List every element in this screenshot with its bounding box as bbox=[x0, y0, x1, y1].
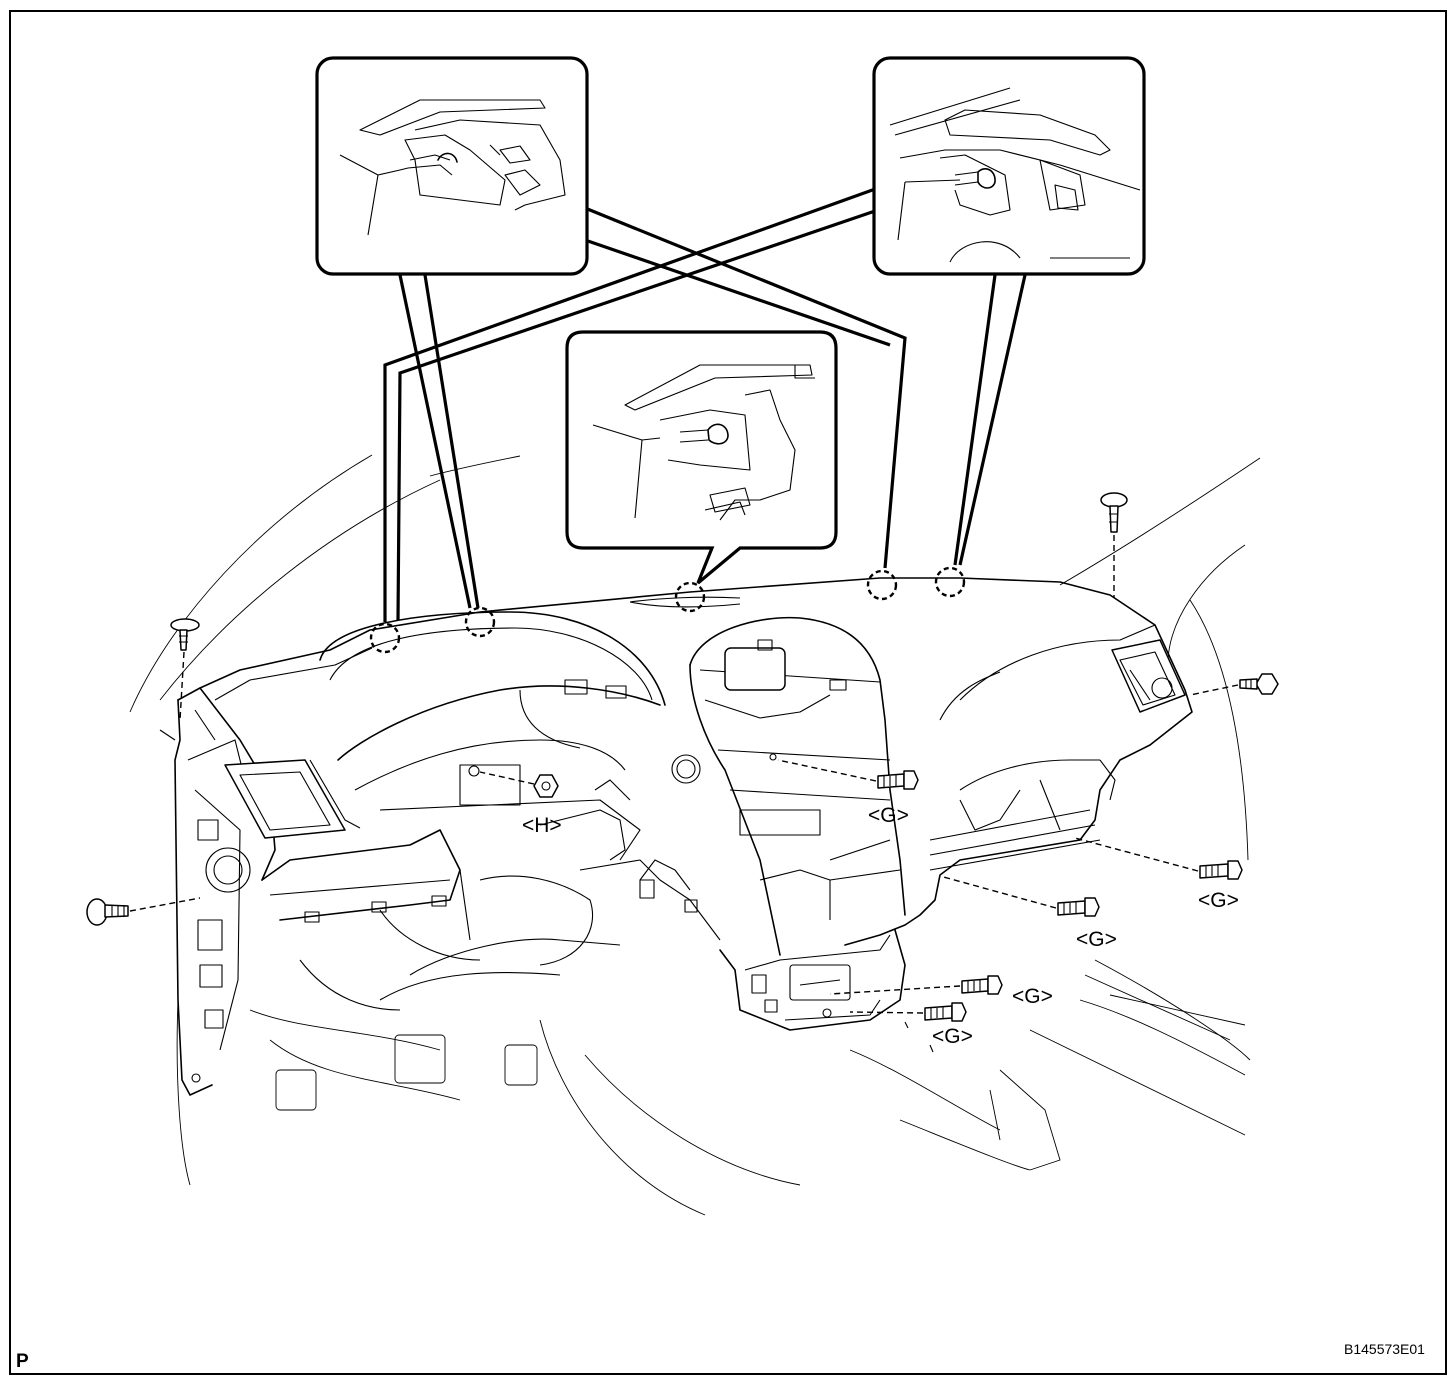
callout-detail-right bbox=[872, 56, 1146, 276]
clip-position-markers bbox=[369, 566, 966, 654]
fasteners bbox=[86, 492, 1279, 1053]
clip-marker-2 bbox=[464, 606, 496, 638]
callout-detail-left bbox=[315, 56, 589, 276]
figure-frame bbox=[9, 10, 1447, 1375]
bolt-icon bbox=[777, 759, 919, 790]
screw-icon bbox=[86, 897, 201, 926]
nut-icon bbox=[468, 765, 559, 798]
bolt-icon bbox=[1074, 837, 1243, 880]
clip-icon bbox=[1100, 492, 1128, 598]
bolt-icon bbox=[829, 975, 1003, 995]
label-g-3: <G> bbox=[1076, 928, 1117, 951]
bolt-icon bbox=[1189, 673, 1279, 696]
clip-marker-1 bbox=[369, 622, 401, 654]
label-g-4: <G> bbox=[1012, 985, 1053, 1008]
label-g-5: <G> bbox=[932, 1025, 973, 1048]
instrument-panel bbox=[159, 577, 1193, 1096]
corner-letter: P bbox=[16, 1351, 29, 1372]
clip-marker-3 bbox=[674, 581, 706, 613]
clip-icon bbox=[170, 618, 200, 721]
label-g-1: <G> bbox=[868, 804, 909, 827]
label-g-2: <G> bbox=[1198, 889, 1239, 912]
clip-marker-4 bbox=[866, 569, 898, 601]
bolt-icon bbox=[939, 875, 1100, 917]
label-h: <H> bbox=[522, 814, 562, 837]
callout-labels: <H> <G> <G> <G> <G> <G> bbox=[522, 804, 1239, 1048]
callout-leader-lines bbox=[383, 186, 1027, 622]
callout-detail-center bbox=[565, 330, 838, 585]
figure-code: B145573E01 bbox=[1344, 1341, 1425, 1357]
car-body-background bbox=[129, 454, 1261, 1216]
bolt-icon bbox=[849, 1002, 967, 1022]
clip-marker-5 bbox=[934, 566, 966, 598]
